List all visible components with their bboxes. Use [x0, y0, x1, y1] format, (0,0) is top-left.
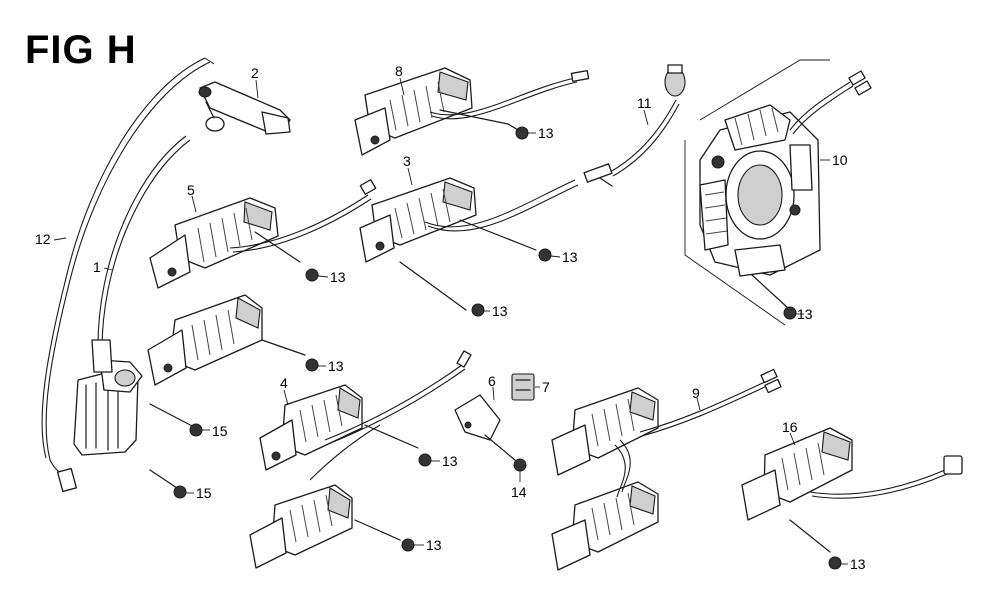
callout-13: 13	[442, 453, 458, 469]
callout-13: 13	[426, 537, 442, 553]
callout-9: 9	[692, 385, 700, 401]
callout-10: 10	[832, 152, 848, 168]
callout-13: 13	[538, 125, 554, 141]
part-3-coil	[359, 177, 579, 311]
callouts: 2 8 13 11 10 3 13 5 12 1 13 13 13 13 6 7…	[35, 63, 866, 572]
part-12-cable	[41, 57, 215, 493]
callout-16: 16	[782, 419, 798, 435]
figure-title: FIG H	[25, 28, 137, 72]
bolts	[173, 123, 842, 570]
callout-4: 4	[280, 375, 288, 391]
callout-13: 13	[328, 358, 344, 374]
part-8-coil	[354, 67, 590, 156]
part-9-coil-pair	[551, 368, 782, 571]
callout-12: 12	[35, 231, 51, 247]
leader-lines	[53, 77, 848, 565]
part-4-coil	[259, 350, 472, 471]
callout-15: 15	[212, 423, 228, 439]
callout-11: 11	[637, 95, 652, 111]
callout-13: 13	[492, 303, 508, 319]
part-6-bracket	[454, 394, 516, 461]
part-7-clip	[511, 373, 535, 401]
callout-13: 13	[330, 269, 346, 285]
callout-7: 7	[542, 379, 550, 395]
coil-bottom-left	[249, 424, 401, 569]
callout-14: 14	[511, 484, 527, 500]
callout-1: 1	[93, 259, 101, 275]
callout-13: 13	[562, 249, 578, 265]
part-2-plug-cap	[198, 81, 291, 135]
callout-2: 2	[251, 65, 259, 81]
coil-lower-left	[147, 294, 306, 386]
callout-13: 13	[797, 306, 813, 322]
callout-8: 8	[395, 63, 403, 79]
callout-6: 6	[488, 373, 496, 389]
part-11-wire-harness	[583, 64, 686, 187]
part-16-coil	[741, 427, 963, 553]
part-1-ignition-coil	[73, 135, 197, 491]
callout-13: 13	[850, 556, 866, 572]
callout-3: 3	[403, 153, 411, 169]
callout-15: 15	[196, 485, 212, 501]
callout-5: 5	[187, 182, 195, 198]
part-5-coil	[149, 179, 377, 289]
part-10-stator	[684, 59, 872, 326]
